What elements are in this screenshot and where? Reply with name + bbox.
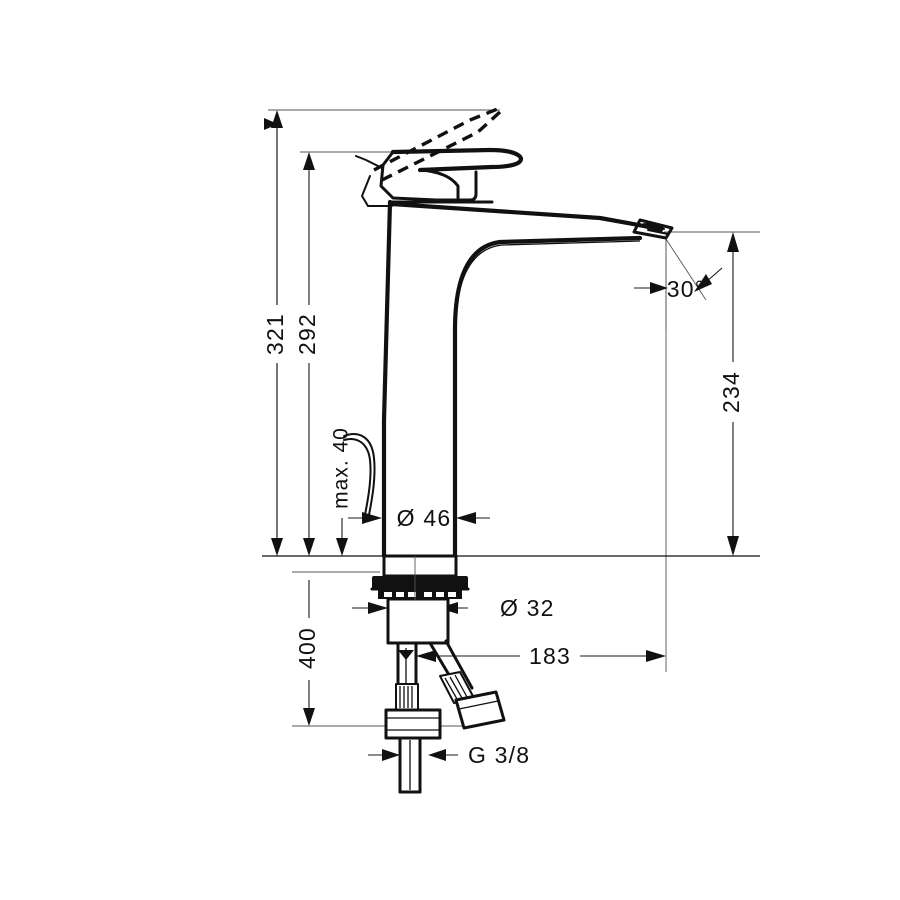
dimension-hose-length: 400 — [294, 580, 323, 726]
dimension-spout-reach: 183 — [416, 643, 666, 669]
dimension-shank-diameter: Ø 32 — [352, 595, 555, 621]
dimension-label-aerator-angle: 30° — [667, 276, 705, 302]
dimension-label-spout-reach: 183 — [529, 643, 571, 669]
dimension-body-height: 292 — [294, 152, 323, 556]
escutcheon — [370, 554, 470, 591]
faucet-geometry — [262, 106, 760, 794]
lever-handle — [355, 147, 524, 207]
aerator-outlet — [632, 218, 674, 240]
supply-hoses — [395, 639, 475, 711]
dimension-label-shank-diameter: Ø 32 — [500, 595, 555, 621]
dimension-body-diameter: Ø 46 — [348, 505, 490, 531]
dimension-label-total-height-text: 321 — [262, 313, 288, 355]
dimension-label-body-height: 292 — [294, 313, 320, 355]
dimension-thread-size: G 3/8 — [368, 742, 530, 768]
hose-crimp-left — [395, 683, 419, 711]
threaded-tailpiece — [398, 736, 422, 794]
dimension-label-spout-height: 234 — [718, 371, 744, 413]
connection-nuts — [384, 690, 506, 740]
dimension-label-thread-size: G 3/8 — [468, 742, 530, 768]
dimension-label-hose-length: 400 — [294, 627, 320, 669]
dimension-label-max-deck-thickness: max. 40 — [330, 427, 353, 509]
dimension-spout-height: 234 — [718, 232, 747, 556]
dimension-total-height: 321 321 — [262, 110, 291, 556]
faucet-body-column — [381, 199, 458, 559]
dimension-label-body-diameter: Ø 46 — [397, 505, 452, 531]
dimension-max-deck-thickness: max. 40 — [328, 418, 376, 556]
mounting-shank — [386, 597, 450, 645]
dimension-aerator-angle: 30° — [634, 235, 723, 302]
